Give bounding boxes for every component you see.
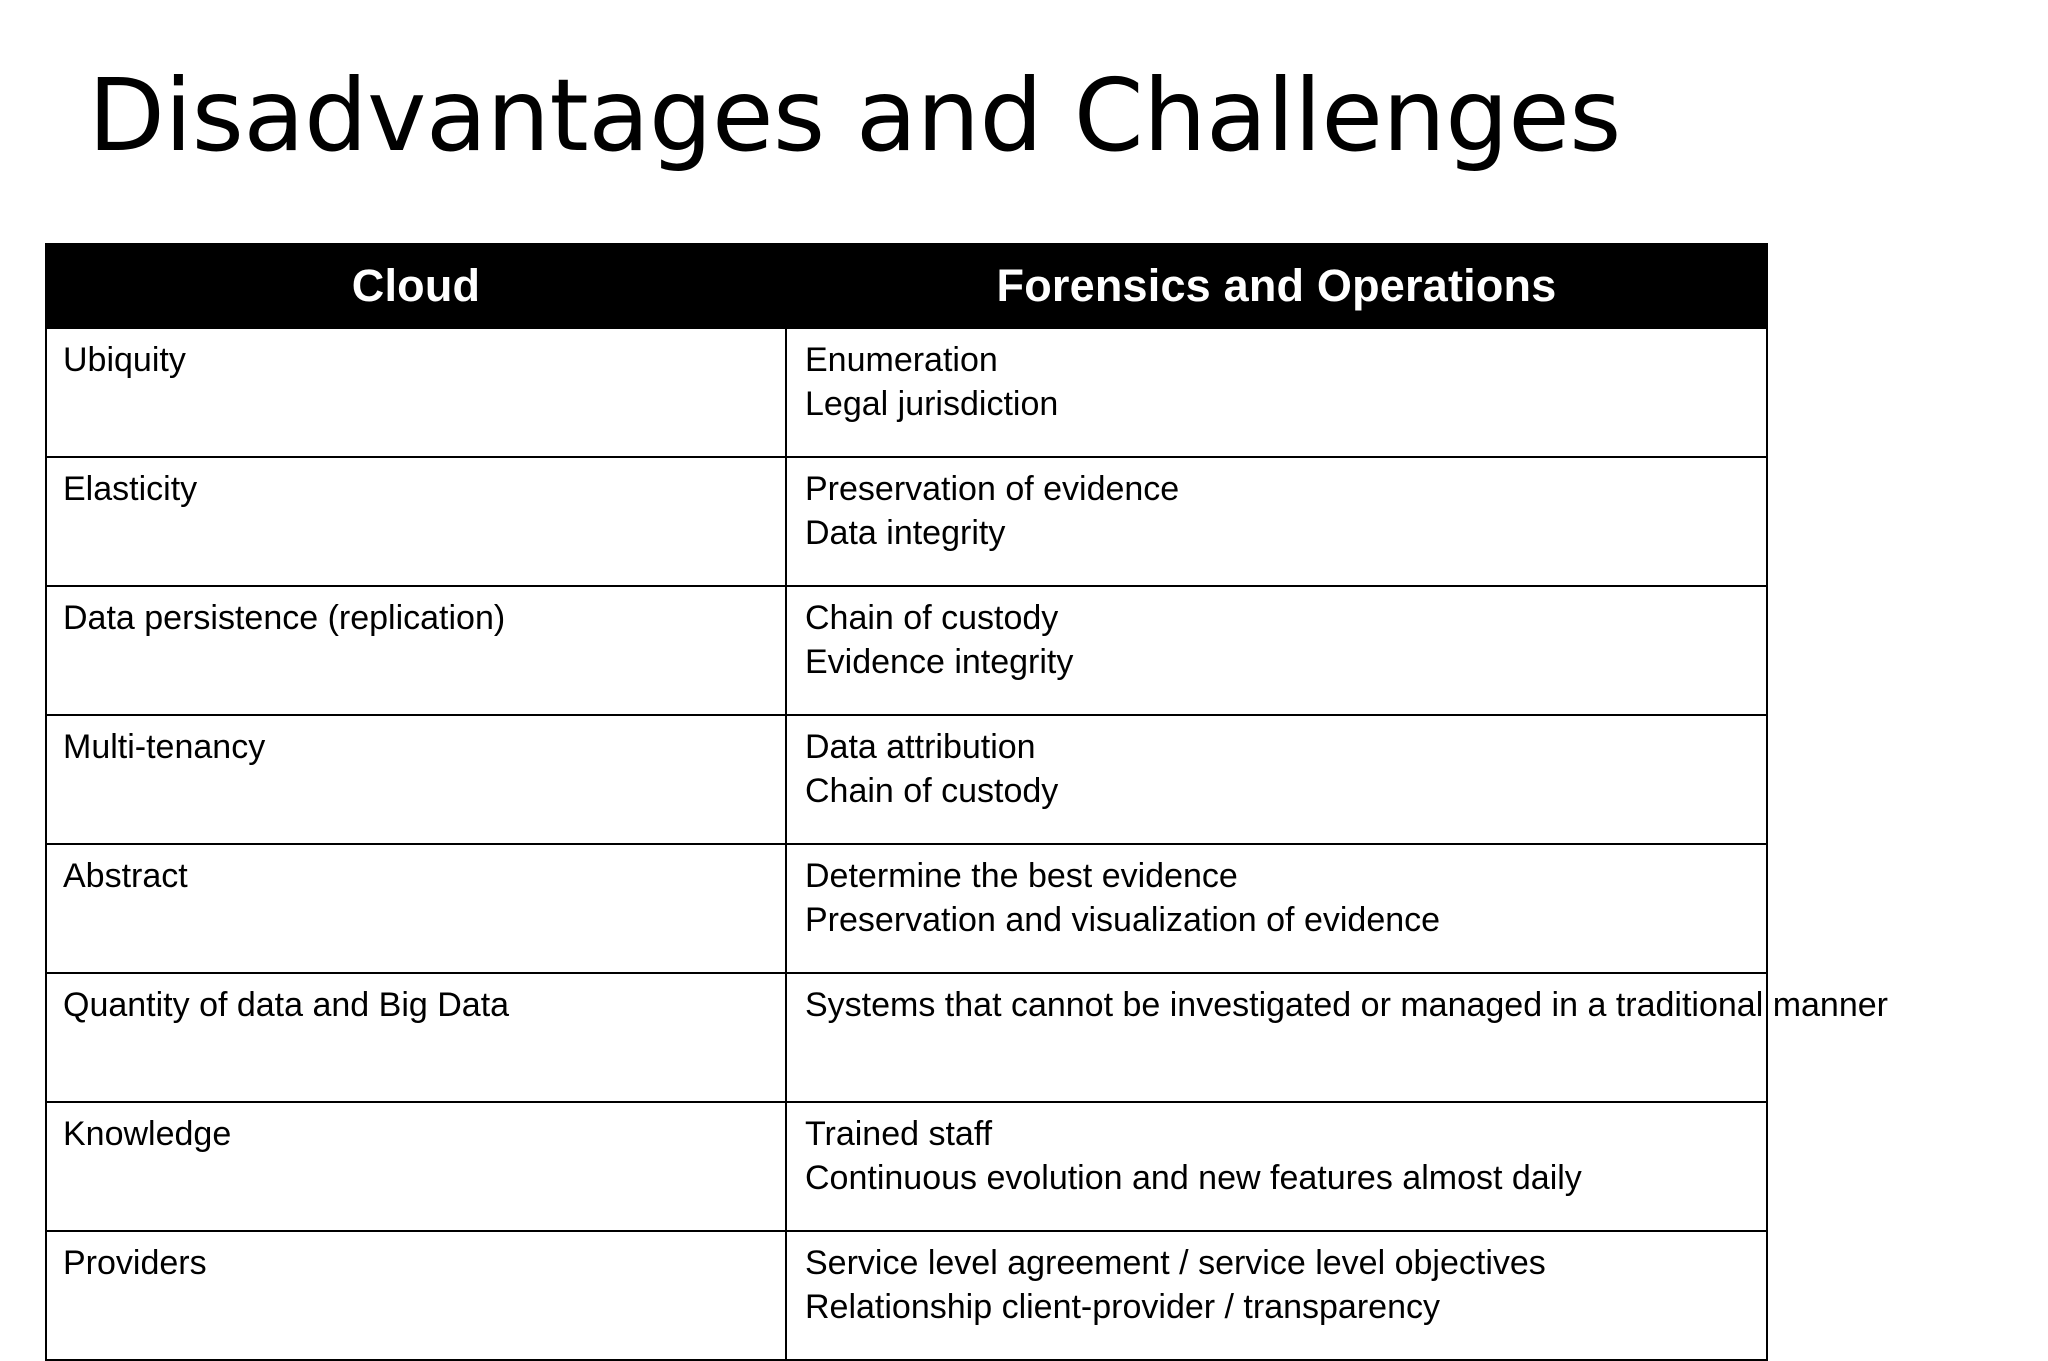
cell-spacer [805,1028,1752,1072]
cell-text: Trained staff [805,1115,993,1154]
cell-spacer [805,813,1752,827]
cell-text: Ubiquity [63,341,186,379]
cell-text: Chain of custody [805,599,1059,638]
cell-text: Legal jurisdiction [805,384,1059,423]
cell-spacer [805,942,1752,956]
cell-text: Relationship client-provider / transpare… [805,1287,1440,1326]
column-header-cloud: Cloud [45,243,787,329]
cell-cloud: Data persistence (replication) [45,585,787,717]
cell-spacer [805,555,1752,569]
cell-forensics: Service level agreement / service level … [785,1230,1768,1361]
cell-cloud: Ubiquity [45,326,787,459]
cell-text: Multi-tenancy [63,728,266,767]
column-header-forensics-and-operations: Forensics and Operations [785,243,1768,329]
cell-text: Enumeration [805,341,998,379]
cell-spacer [63,1157,771,1171]
cell-spacer [63,512,771,526]
cell-text: Knowledge [63,1115,232,1154]
cell-spacer [63,770,771,784]
cell-spacer [805,1071,1752,1085]
cell-cloud: Providers [45,1230,787,1361]
cell-spacer [805,426,1752,440]
cell-spacer [63,383,771,397]
cell-text: Determine the best evidence [805,857,1238,896]
cell-cloud: Multi-tenancy [45,714,787,846]
cell-forensics: Systems that cannot be investigated or m… [785,972,1888,1104]
cell-cloud: Abstract [45,843,787,975]
cell-text: Systems that cannot be investigated or m… [805,986,1888,1025]
page-title: Disadvantages and Challenges [88,57,1621,174]
table-header: Cloud Forensics and Operations [45,243,1768,329]
cell-spacer [63,1028,771,1042]
table-row: Data persistence (replication) Chain of c… [45,585,1768,717]
cell-text: Elasticity [63,470,198,509]
slide-canvas: Disadvantages and Challenges Cloud Foren… [45,57,1888,1361]
cell-text: Chain of custody [805,771,1059,810]
cell-text: Quantity of data and Big Data [63,986,510,1025]
cell-text: Data integrity [805,513,1006,552]
cell-spacer [63,899,771,913]
table-row: Providers Service level agreement / servi… [45,1230,1768,1361]
cell-text: Data attribution [805,728,1036,767]
cell-cloud: Quantity of data and Big Data [45,972,787,1104]
cell-text: Continuous evolution and new features al… [805,1158,1582,1197]
cell-cloud: Knowledge [45,1101,787,1233]
cell-spacer [805,1200,1752,1214]
table-header-row: Cloud Forensics and Operations [45,243,1768,329]
cell-text: Service level agreement / service level … [805,1244,1546,1283]
cell-spacer [805,684,1752,698]
cell-cloud: Elasticity [45,456,787,588]
cell-text: Preservation of evidence [805,470,1180,509]
cell-spacer [63,641,771,655]
cell-text: Preservation and visualization of eviden… [805,900,1441,939]
cell-text: Evidence integrity [805,642,1074,681]
cell-text: Abstract [63,857,188,896]
table-row: Quantity of data and Big Data Systems tha… [45,972,1888,1104]
cell-text: Data persistence (replication) [63,599,506,638]
cell-spacer [805,1329,1752,1343]
cell-text: Providers [63,1244,207,1283]
cell-spacer [63,1286,771,1300]
